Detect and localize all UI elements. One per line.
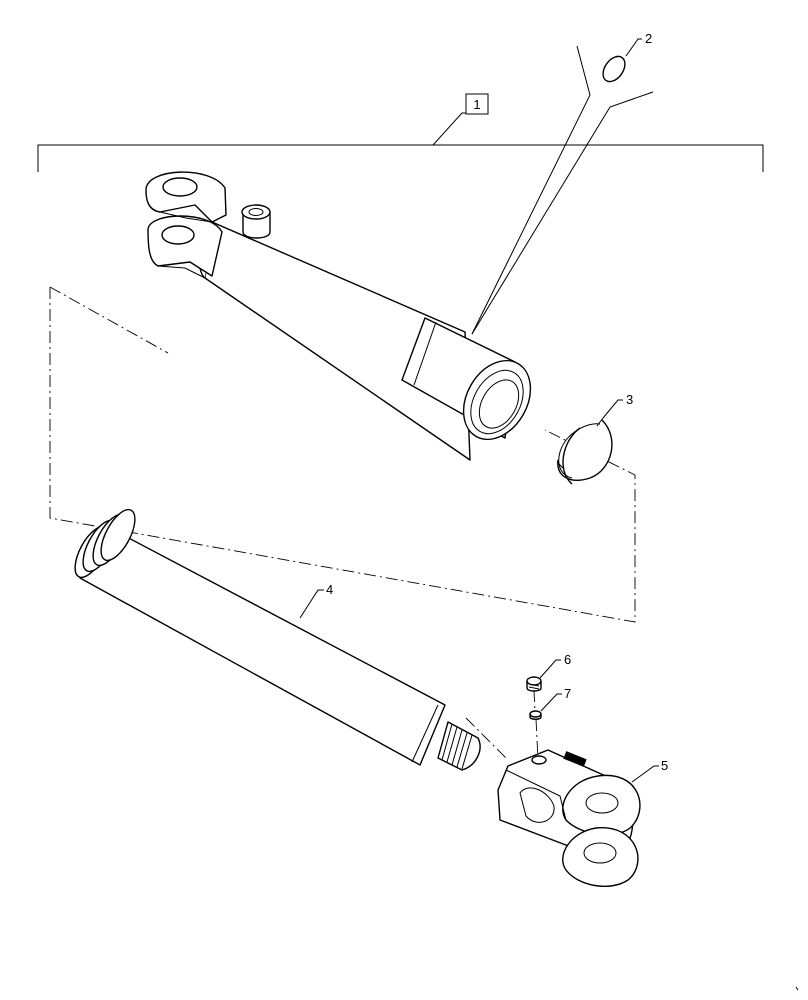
rod-end-clevis[interactable]: 5	[497, 749, 668, 887]
assembly-centerlines	[49, 286, 636, 761]
svg-text:1: 1	[473, 97, 480, 112]
svg-text:2: 2	[645, 31, 652, 46]
corner-mark	[795, 986, 799, 991]
svg-text:5: 5	[661, 758, 668, 773]
set-screw[interactable]: 6	[526, 652, 571, 692]
piston-rod[interactable]: 4	[68, 505, 481, 771]
assembly-bracket	[37, 112, 764, 172]
svg-text:6: 6	[564, 652, 571, 667]
check-ball[interactable]: 7	[529, 686, 571, 720]
seal-o-ring[interactable]: 2	[471, 31, 654, 335]
cylinder-barrel[interactable]	[145, 171, 544, 461]
svg-text:7: 7	[564, 686, 571, 701]
svg-text:3: 3	[626, 392, 633, 407]
snap-ring[interactable]: 3	[556, 392, 633, 485]
svg-text:4: 4	[326, 582, 333, 597]
callout-1[interactable]: 1	[465, 93, 489, 115]
